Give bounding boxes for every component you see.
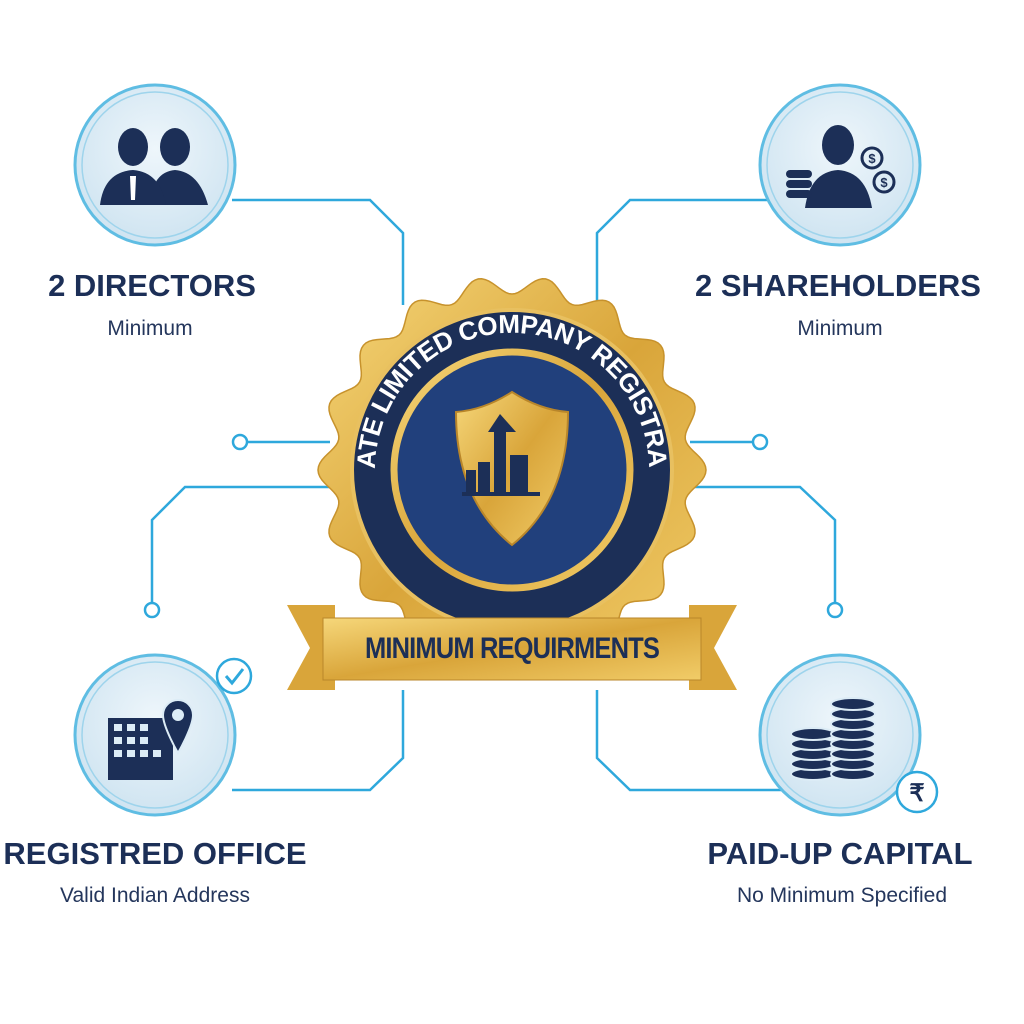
directors-subtitle: Minimum — [107, 317, 192, 340]
ribbon-band — [322, 617, 702, 681]
capital-item: ₹ PAID-UP CAPITAL No Minimum Specified — [707, 653, 973, 907]
shareholders-title: 2 SHAREHOLDERS — [695, 268, 981, 303]
ribbon-text: MINIMUM REQUIRMENTS — [364, 632, 660, 665]
shareholders-subtitle: Minimum — [797, 317, 882, 340]
office-item: REGISTRED OFFICE Valid Indian Address — [3, 653, 307, 907]
coin-stacks-icon — [790, 697, 876, 781]
connector-dot — [826, 601, 844, 619]
svg-text:$: $ — [868, 151, 876, 166]
shield-buildings-arrow-icon — [454, 390, 570, 547]
connector-dot — [751, 433, 769, 451]
office-title: REGISTRED OFFICE — [3, 836, 306, 871]
ribbon-label: MINIMUM REQUIRMENTS — [323, 618, 701, 680]
check-icon — [215, 657, 253, 695]
two-businessmen-icon — [100, 128, 208, 205]
svg-text:$: $ — [880, 175, 888, 190]
directors-item: 2 DIRECTORS Minimum — [48, 83, 256, 340]
ribbon — [287, 605, 737, 690]
office-subtitle: Valid Indian Address — [60, 884, 250, 907]
shareholders-item: $$ 2 SHAREHOLDERS Minimum — [695, 83, 981, 340]
directors-title: 2 DIRECTORS — [48, 268, 256, 303]
capital-subtitle: No Minimum Specified — [737, 884, 947, 907]
connector-dot — [143, 601, 161, 619]
capital-title: PAID-UP CAPITAL — [707, 836, 972, 871]
shareholder-coins-icon: $$ — [786, 125, 896, 208]
connector-dot — [231, 433, 249, 451]
svg-text:₹: ₹ — [909, 780, 924, 807]
office-location-icon — [108, 698, 195, 780]
connector-lines — [143, 198, 844, 792]
rupee-icon: ₹ — [895, 770, 939, 814]
